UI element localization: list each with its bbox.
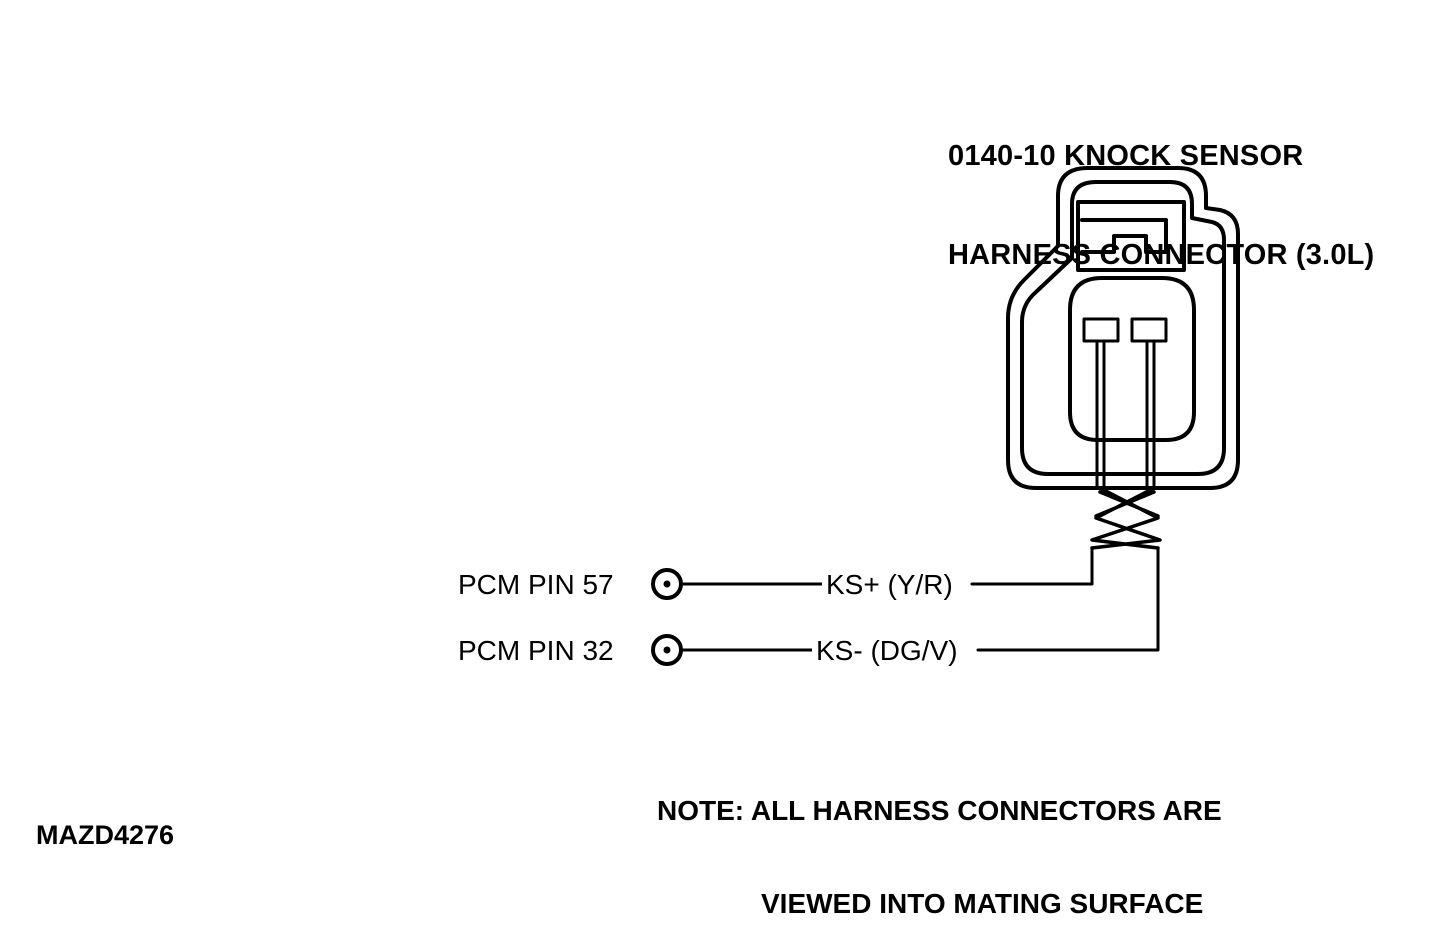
pcm-pin-57-dot bbox=[663, 580, 671, 588]
pcm-pin-32-dot bbox=[663, 646, 671, 654]
connector-housing-outer bbox=[1006, 166, 1240, 490]
terminal-ks-plus bbox=[1082, 317, 1120, 343]
wire-lead-left bbox=[1095, 339, 1106, 490]
connector-title: 0140-10 KNOCK SENSOR HARNESS CONNECTOR (… bbox=[948, 74, 1374, 305]
twisted-pair bbox=[1090, 486, 1162, 550]
wire-ks-plus bbox=[970, 546, 1094, 586]
connector-latch bbox=[1076, 200, 1186, 272]
wire-lead-right bbox=[1145, 339, 1156, 490]
terminal-cavity bbox=[1068, 276, 1196, 442]
terminal-ks-minus bbox=[1130, 317, 1168, 343]
pin-label-57: PCM PIN 57 bbox=[458, 569, 614, 600]
connector-title-line2: HARNESS CONNECTOR (3.0L) bbox=[948, 239, 1375, 271]
pin-label-32: PCM PIN 32 bbox=[458, 635, 614, 666]
pcm-pin-57-terminal bbox=[651, 568, 683, 600]
figure-reference-code: MAZD4276 bbox=[36, 820, 175, 850]
connector-housing-inner bbox=[1020, 180, 1226, 476]
wire-label-ks-plus: KS+ (Y/R) bbox=[822, 571, 957, 599]
connector-title-line1: 0140-10 KNOCK SENSOR bbox=[948, 140, 1304, 172]
wire-label-ks-minus: KS- (DG/V) bbox=[812, 637, 962, 665]
wire-ks-minus bbox=[976, 546, 1160, 652]
note-line1: NOTE: ALL HARNESS CONNECTORS ARE bbox=[657, 795, 1222, 826]
note-line2: VIEWED INTO MATING SURFACE bbox=[761, 888, 1204, 919]
pcm-pin-32-terminal bbox=[651, 634, 683, 666]
latch-inner bbox=[1080, 218, 1168, 254]
note: NOTE: ALL HARNESS CONNECTORS ARE VIEWED … bbox=[657, 733, 1222, 950]
wiring-diagram bbox=[651, 166, 1240, 666]
